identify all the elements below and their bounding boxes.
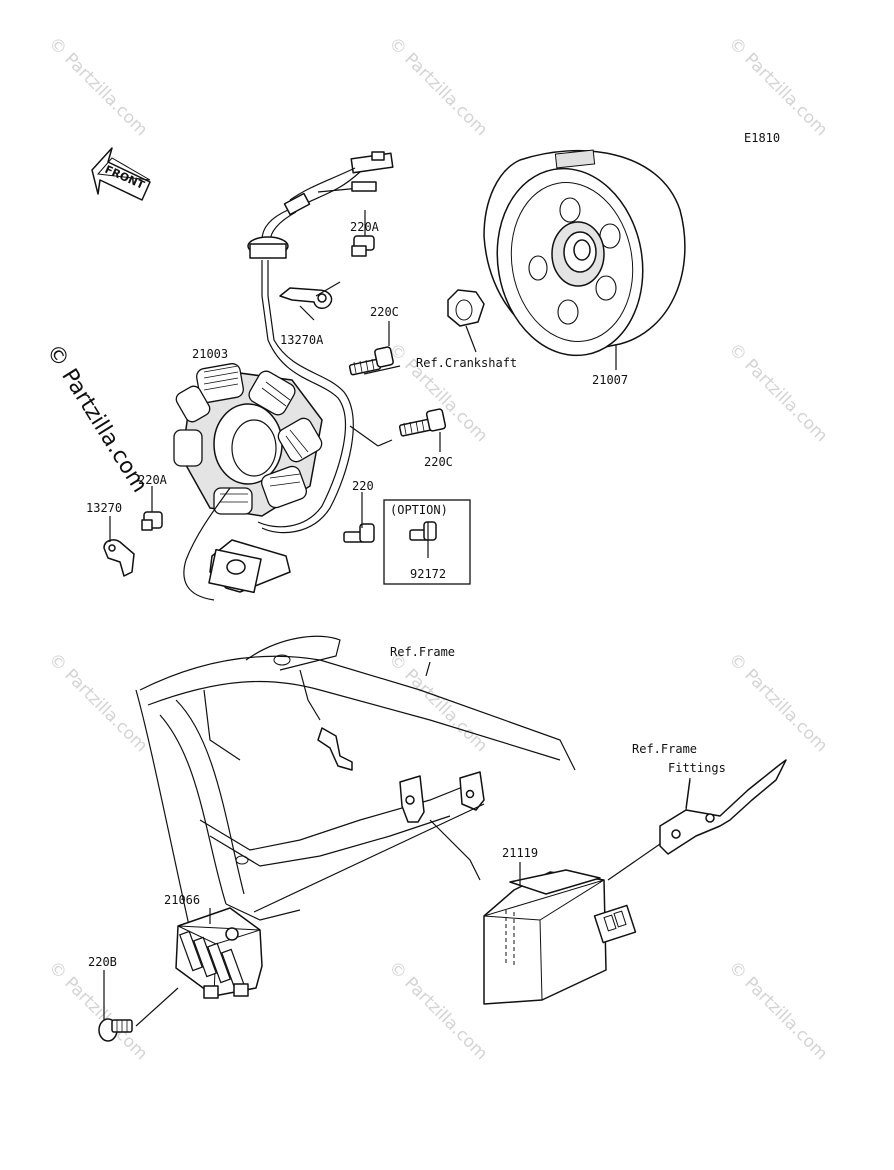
leader-lines: [103, 210, 691, 1027]
frame: [135, 635, 576, 931]
label-220A-left: 220A: [138, 473, 168, 487]
bolt-220A-top: [351, 235, 375, 257]
clamp-13270: [103, 539, 135, 577]
label-option: (OPTION): [390, 503, 448, 517]
stator-21003: [173, 363, 323, 517]
label-ref-frame: Ref.Frame: [390, 645, 455, 659]
watermark: © Partzilla.com: [44, 33, 151, 140]
watermark: © Partzilla.com: [384, 33, 491, 140]
label-220A-top: 220A: [350, 220, 380, 234]
nut-crankshaft: [447, 289, 485, 327]
label-21119: 21119: [502, 846, 538, 860]
wire-harness: [247, 151, 394, 534]
watermark: © Partzilla.com: [384, 649, 491, 756]
screw-220B: [98, 1018, 133, 1042]
label-ref-crankshaft: Ref.Crankshaft: [416, 356, 517, 370]
label-220: 220: [352, 479, 374, 493]
screw-220: [343, 523, 375, 543]
label-ref-frame-fittings-line1: Ref.Frame: [632, 742, 697, 756]
pickup-coil: [183, 487, 291, 601]
label-21003: 21003: [192, 347, 228, 361]
label-220B: 220B: [88, 955, 117, 969]
bolt-220A-left: [141, 511, 163, 531]
watermark: © Partzilla.com: [724, 33, 831, 140]
watermark-layer: © Partzilla.com © Partzilla.com © Partzi…: [44, 33, 831, 1064]
label-220C-top: 220C: [370, 305, 399, 319]
label-ref-frame-fittings-line2: Fittings: [668, 761, 726, 775]
label-21066: 21066: [164, 893, 200, 907]
watermark: © Partzilla.com: [724, 957, 831, 1064]
diagram-code: E1810: [744, 131, 780, 145]
option-box-92172: [383, 499, 471, 585]
label-13270: 13270: [86, 501, 122, 515]
screw-220C-bottom: [398, 408, 447, 437]
label-92172: 92172: [410, 567, 446, 581]
screw-220C-top: [348, 346, 394, 376]
watermark-prominent: © Partzilla.com: [41, 340, 152, 497]
cdi-unit-21119: [483, 869, 637, 1005]
flywheel-21007: [483, 149, 686, 357]
label-220C-bottom: 220C: [424, 455, 453, 469]
regulator-21066: [175, 907, 263, 999]
label-21007: 21007: [592, 373, 628, 387]
clamp-13270A: [279, 287, 333, 309]
front-arrow-icon: FRONT: [91, 147, 151, 201]
watermark: © Partzilla.com: [384, 957, 491, 1064]
watermark: © Partzilla.com: [44, 957, 151, 1064]
watermark: © Partzilla.com: [724, 339, 831, 446]
watermark: © Partzilla.com: [44, 649, 151, 756]
part-labels: 220A 13270A 220C 21003 Ref.Crankshaft 21…: [86, 220, 726, 969]
watermark: © Partzilla.com: [724, 649, 831, 756]
label-13270A: 13270A: [280, 333, 324, 347]
